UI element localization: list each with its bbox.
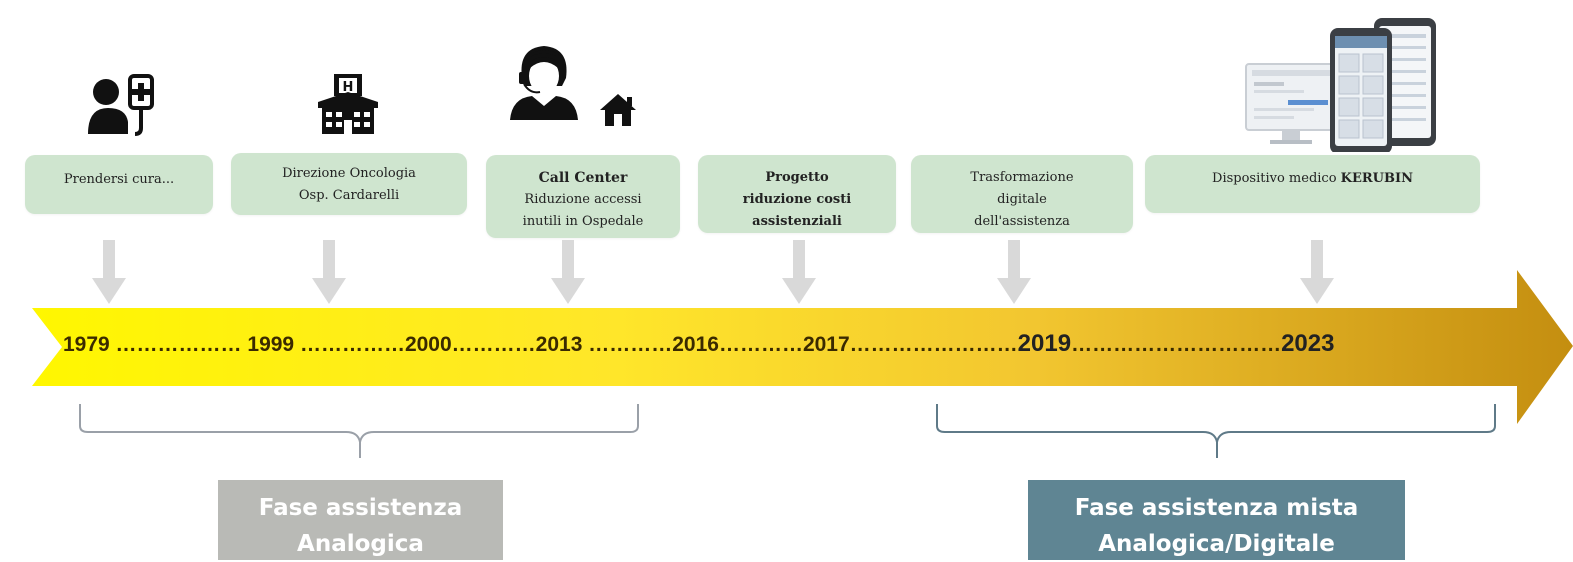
call-center-operator-icon [510, 46, 578, 120]
phase-mixed-label: Fase assistenza mista Analogica/Digitale [1028, 480, 1405, 560]
down-arrow [1300, 240, 1334, 304]
phase-analog-label: Fase assistenza Analogica [218, 480, 503, 560]
year-2017: 2017 [802, 333, 850, 356]
year-2023: 2023 [1281, 330, 1335, 357]
svg-text:H: H [343, 80, 354, 95]
brace-analog-phase [79, 404, 639, 458]
milestone-label: inutili in Ospedale [522, 214, 644, 229]
timeline-arrow [32, 270, 1573, 424]
computer-and-phone-app-icon [1245, 18, 1436, 152]
milestone-box-direzione-oncologia: Direzione Oncologia Osp. Cardarelli [231, 153, 467, 215]
kerubin-brand: KERUBIN [1340, 171, 1413, 186]
phase-mixed-line2: Analogica/Digitale [1098, 531, 1335, 557]
year-2016: 2016 [672, 333, 719, 356]
milestone-label: Riduzione accessi [524, 192, 642, 207]
milestone-label: Prendersi cura... [63, 172, 175, 187]
down-arrow [551, 240, 585, 304]
hospital-icon: H [318, 74, 378, 134]
timeline-dots: …………… [294, 333, 405, 356]
down-arrow [997, 240, 1031, 304]
milestone-label: Osp. Cardarelli [298, 188, 400, 203]
timeline-dots: ………… [718, 333, 803, 356]
home-icon [600, 94, 636, 126]
patient-iv-icon [88, 74, 154, 136]
timeline-dots: ………………………… [1071, 333, 1282, 356]
down-arrow [92, 240, 126, 304]
year-2000: 2000 [404, 333, 452, 356]
milestone-box-progetto-riduzione: Progetto riduzione costi assistenziali [698, 155, 896, 233]
milestone-box-kerubin: Dispositivo medico KERUBIN [1145, 155, 1480, 213]
milestone-label-prefix: Dispositivo medico [1212, 171, 1341, 186]
year-2013: 2013 [535, 333, 583, 356]
timeline-dots: ………… [451, 333, 536, 356]
milestone-label: assistenziali [752, 214, 842, 229]
milestone-box-trasformazione-digitale: Trasformazione digitale dell'assistenza [911, 155, 1133, 233]
down-arrow [312, 240, 346, 304]
brace-mixed-phase [936, 404, 1496, 458]
down-arrow [782, 240, 816, 304]
timeline-dots: ………… [582, 333, 673, 356]
milestone-label: digitale [997, 192, 1047, 207]
timeline-years: 1979 ……………… 1999 ……………2000…………2013 …………2… [63, 330, 1334, 358]
milestone-label: Call Center [538, 170, 628, 186]
milestone-label: Dispositivo medico KERUBIN [1212, 168, 1413, 190]
timeline-dots: …………………… [849, 333, 1018, 356]
phase-mixed-line1: Fase assistenza mista [1074, 495, 1359, 521]
year-2019: 2019 [1017, 330, 1072, 357]
phase-analog-line1: Fase assistenza [258, 495, 463, 521]
year-1979: 1979 [63, 333, 110, 356]
timeline-dots: ……………… [109, 333, 248, 356]
milestone-box-call-center: Call Center Riduzione accessi inutili in… [486, 155, 680, 238]
year-1999: 1999 [247, 333, 295, 356]
milestone-label: dell'assistenza [974, 214, 1070, 229]
milestone-label: Direzione Oncologia [282, 166, 416, 181]
phase-analog-line2: Analogica [297, 531, 424, 557]
milestone-label: riduzione costi [742, 192, 852, 207]
milestone-box-prendersi-cura: Prendersi cura... [25, 155, 213, 214]
milestone-label: Trasformazione [970, 170, 1074, 185]
milestone-label: Progetto [765, 170, 829, 185]
